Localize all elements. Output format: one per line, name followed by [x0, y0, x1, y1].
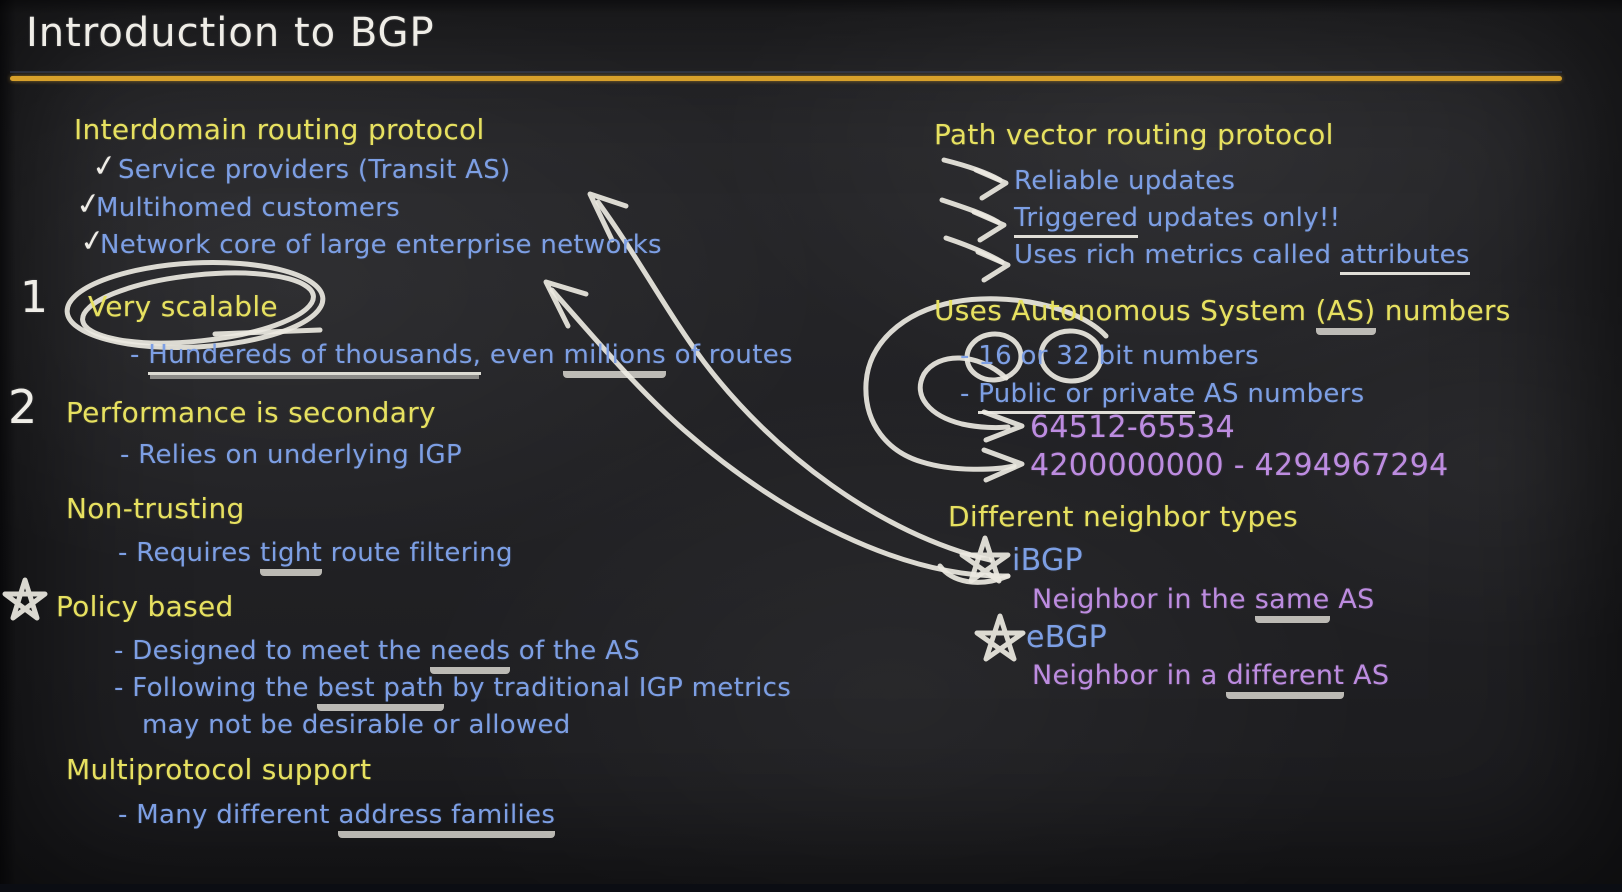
- arrow-range16-head: [981, 409, 1025, 443]
- detail-designed-post: of the AS: [510, 636, 641, 666]
- heading-neighbor-types: Different neighbor types: [948, 500, 1298, 533]
- item-triggered-post: updates only!!: [1138, 203, 1341, 233]
- item-network-core: Network core of large enterprise network…: [100, 230, 662, 260]
- arrow-triggered-head: [971, 209, 1007, 243]
- arrow-to-network-core-head: [543, 279, 589, 329]
- item-rich-metrics: Uses rich metrics called attributes: [1014, 240, 1470, 275]
- arrow-reliable-head: [973, 167, 1009, 201]
- heading-as-numbers-pre: Uses Autonomous System: [934, 294, 1316, 327]
- detail-hundereds: - Hundereds of thousands, even millions …: [130, 340, 793, 378]
- desc-ibgp-post: AS: [1329, 584, 1375, 615]
- arrow-attributes-head: [975, 249, 1011, 283]
- detail-address-families-underlined: address families: [338, 800, 556, 838]
- heading-interdomain: Interdomain routing protocol: [74, 113, 485, 146]
- item-triggered-updates: Triggered updates only!!: [1014, 203, 1341, 238]
- item-triggered-underlined: Triggered: [1014, 203, 1139, 238]
- heading-as-numbers-post: numbers: [1375, 294, 1511, 327]
- star-icon-ibgp: [959, 535, 1011, 584]
- desc-different-underlined: different: [1226, 660, 1345, 699]
- circle-very-scalable-inner: [80, 270, 316, 346]
- page-title: Introduction to BGP: [26, 10, 435, 56]
- item-public-private: - Public or private AS numbers: [960, 379, 1365, 414]
- item-pubpriv-underlined: Public or private: [978, 379, 1196, 414]
- detail-route-filtering: - Requires tight route filtering: [118, 538, 513, 576]
- heading-nontrusting: Non-trusting: [66, 492, 245, 525]
- detail-designed-pre: - Designed to meet the: [114, 636, 431, 666]
- video-letterbox-bar: [0, 884, 1622, 892]
- item-reliable-updates: Reliable updates: [1014, 166, 1236, 196]
- detail-hundereds-underlined: Hundereds of thousands,: [148, 340, 482, 375]
- heading-performance: Performance is secondary: [66, 396, 436, 429]
- desc-ebgp-pre: Neighbor in a: [1032, 660, 1227, 691]
- item-bit-numbers: - 16 or 32 bit numbers: [960, 341, 1260, 371]
- heading-multiprotocol: Multiprotocol support: [66, 753, 372, 786]
- value-private-as-range: 64512-65534: [1030, 410, 1235, 445]
- heading-very-scalable: Very scalable: [88, 290, 278, 323]
- detail-requires-pre: - Requires: [118, 538, 260, 568]
- detail-millions-underlined: millions: [563, 340, 666, 378]
- detail-may-not: may not be desirable or allowed: [142, 710, 571, 740]
- star-icon-ebgp: [974, 613, 1026, 662]
- arrow-to-network-core-shaft: [549, 287, 1011, 579]
- arrow-range32-head: [981, 447, 1025, 483]
- list-number-2: 2: [8, 380, 38, 434]
- item-attributes-underlined: attributes: [1339, 240, 1470, 275]
- star-icon-policy: [2, 577, 48, 621]
- detail-hundereds-post: of routes: [666, 340, 793, 370]
- item-pubpriv-post: AS numbers: [1195, 379, 1365, 409]
- detail-following: - Following the best path by traditional…: [114, 673, 791, 711]
- detail-address-families: - Many different address families: [118, 800, 556, 838]
- item-multihomed: Multihomed customers: [96, 193, 401, 223]
- arrow-to-service-providers-head: [587, 191, 629, 243]
- item-pubpriv-pre: -: [960, 379, 979, 409]
- title-underline-shadow: [10, 71, 1562, 73]
- list-number-1: 1: [20, 272, 49, 323]
- desc-same-underlined: same: [1254, 584, 1330, 623]
- label-ebgp: eBGP: [1026, 620, 1108, 655]
- arrow-to-service-providers-shaft: [595, 199, 993, 563]
- detail-following-post: by traditional IGP metrics: [443, 673, 792, 703]
- heading-path-vector: Path vector routing protocol: [934, 118, 1334, 151]
- title-underline: [10, 76, 1562, 81]
- heading-policy-based: Policy based: [56, 590, 234, 623]
- value-private-as32-range: 4200000000 - 4294967294: [1030, 448, 1449, 483]
- detail-best-path-underlined: best path: [317, 673, 444, 711]
- heading-as-numbers: Uses Autonomous System (AS) numbers: [934, 294, 1511, 335]
- detail-many-pre: - Many different: [118, 800, 339, 830]
- detail-requires-post: route filtering: [322, 538, 513, 568]
- desc-ibgp: Neighbor in the same AS: [1032, 584, 1375, 623]
- heading-as-underlined: (AS): [1315, 294, 1376, 335]
- circle-very-scalable-outer: [64, 260, 326, 350]
- desc-ibgp-pre: Neighbor in the: [1032, 584, 1255, 615]
- circle-32: [1038, 328, 1104, 384]
- item-rich-metrics-pre: Uses rich metrics called: [1014, 240, 1340, 270]
- item-service-providers: Service providers (Transit AS): [118, 155, 511, 185]
- chalk-smudge-scalable: [212, 327, 323, 337]
- desc-ebgp: Neighbor in a different AS: [1032, 660, 1389, 699]
- detail-designed: - Designed to meet the needs of the AS: [114, 636, 640, 674]
- detail-tight-underlined: tight: [259, 538, 323, 576]
- label-ibgp: iBGP: [1012, 543, 1083, 578]
- detail-hundereds-mid: even: [481, 340, 564, 370]
- detail-needs-underlined: needs: [430, 636, 511, 674]
- detail-relies-igp: - Relies on underlying IGP: [120, 440, 462, 470]
- check-icon: ✓: [89, 147, 120, 186]
- circle-16: [964, 331, 1024, 383]
- loop-as-numbers-outer: [863, 296, 1109, 472]
- desc-ebgp-post: AS: [1344, 660, 1390, 691]
- detail-hundereds-pre: -: [130, 340, 149, 370]
- detail-following-pre: - Following the: [114, 673, 318, 703]
